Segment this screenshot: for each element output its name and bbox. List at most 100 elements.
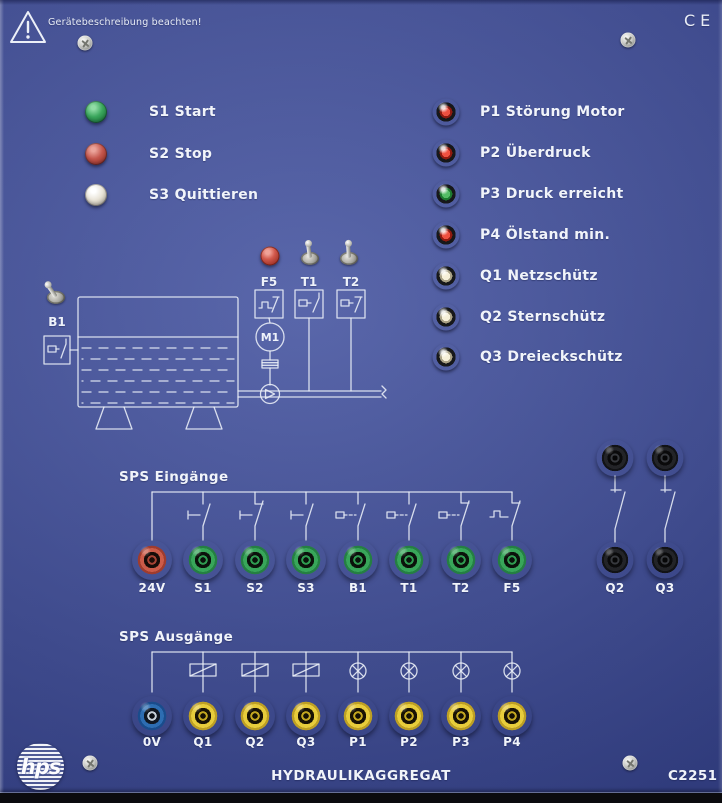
jack-in-f5[interactable]	[492, 540, 532, 580]
screw-icon	[77, 35, 93, 51]
indicator-label-q3: Q3 Dreieckschütz	[480, 349, 623, 365]
toggle-switch-t1[interactable]	[298, 233, 322, 267]
contactor-coil-symbol-q1	[190, 652, 216, 692]
jack-label-t1: T1	[400, 581, 418, 595]
jack-in-t1[interactable]	[389, 540, 429, 580]
output-wiring-drawing	[130, 644, 530, 700]
level-toggle-switch-b1[interactable]	[44, 272, 68, 306]
indicator-lamp-q1	[432, 262, 460, 290]
hydraulic-schematic-drawing: M1	[38, 278, 390, 436]
indicator-label-q1: Q1 Netzschütz	[480, 268, 598, 284]
b1-level-switch-symbol	[56, 339, 78, 358]
indicator-lamp-q2	[432, 303, 460, 331]
oil-fill-dashes	[82, 348, 234, 392]
indicator-lamp-p3	[432, 180, 460, 208]
jack-out-q1[interactable]	[183, 696, 223, 736]
jack-aux-q3-top[interactable]	[646, 439, 684, 477]
jack-aux-q2-top[interactable]	[596, 439, 634, 477]
jack-out-p4[interactable]	[492, 696, 532, 736]
oil-fill-dashes	[82, 359, 234, 403]
aux-contact-symbol-q2	[611, 476, 625, 542]
jack-in-s1[interactable]	[183, 540, 223, 580]
indicator-label-q2: Q2 Sternschütz	[480, 309, 606, 325]
jack-in-s2[interactable]	[235, 540, 275, 580]
hps-logo: hps	[17, 743, 64, 790]
contactor-coil-symbol-q2	[242, 652, 268, 692]
jack-24v[interactable]	[132, 540, 172, 580]
jack-label-aux-q2: Q2	[605, 581, 625, 595]
input-wiring-drawing	[130, 484, 530, 546]
jack-label-out-p4: P4	[503, 735, 521, 749]
jack-in-s3[interactable]	[286, 540, 326, 580]
jack-label-f5: F5	[503, 581, 521, 595]
indicator-label-p1: P1 Störung Motor	[480, 104, 625, 120]
toggle-switch-t2[interactable]	[337, 233, 361, 267]
lamp-symbol-p4	[504, 652, 520, 692]
jack-out-q2[interactable]	[235, 696, 275, 736]
toggle-base	[301, 251, 319, 265]
contactor-coil-symbol-q3	[293, 652, 319, 692]
jack-aux-q3-bottom[interactable]	[646, 541, 684, 579]
aux-wiring-drawing	[595, 440, 695, 565]
jack-label-out-q2: Q2	[245, 735, 265, 749]
overload-button-f5[interactable]	[260, 246, 280, 266]
jack-label-b1: B1	[348, 581, 368, 595]
start-button-s1[interactable]	[85, 101, 107, 123]
jack-out-p1[interactable]	[338, 696, 378, 736]
nc-contact-symbol-s2	[240, 492, 263, 540]
button-label-s3: S3 Quittieren	[149, 187, 259, 203]
jack-label-out-q3: Q3	[296, 735, 316, 749]
sps-inputs-title: SPS Eingänge	[119, 469, 229, 485]
lamp-symbol-p2	[401, 652, 417, 692]
toggle-lever[interactable]	[346, 243, 351, 259]
toggle-lever[interactable]	[306, 243, 312, 259]
pump-arrow	[266, 390, 275, 399]
jack-out-p2[interactable]	[389, 696, 429, 736]
jack-out-q3[interactable]	[286, 696, 326, 736]
jack-in-t2[interactable]	[441, 540, 481, 580]
sensor-contact-symbol-t1	[387, 492, 416, 540]
lamp-symbol-p1	[350, 652, 366, 692]
aux-contact-symbol-q3	[661, 476, 675, 542]
screw-icon	[622, 755, 638, 771]
coupling-symbol	[262, 360, 278, 368]
warning-triangle-icon	[10, 11, 46, 43]
t2-switch-symbol	[349, 297, 362, 312]
jack-label-s3: S3	[297, 581, 315, 595]
jack-label-out-p3: P3	[452, 735, 470, 749]
stop-button-s2[interactable]	[85, 143, 107, 165]
jack-label-out-p2: P2	[400, 735, 418, 749]
indicator-lamp-p2	[432, 139, 460, 167]
indicator-lamp-p4	[432, 221, 460, 249]
no-contact-symbol-s3	[291, 492, 313, 540]
warning-text: Gerätebeschreibung beachten!	[48, 17, 202, 28]
schematic-label-t2: T2	[342, 275, 360, 289]
schematic-label-b1: B1	[48, 315, 66, 329]
schematic-label-t1: T1	[300, 275, 318, 289]
jack-label-out-q1: Q1	[193, 735, 213, 749]
jack-out-p3[interactable]	[441, 696, 481, 736]
indicator-label-p3: P3 Druck erreicht	[480, 186, 624, 202]
jack-label-24v: 24V	[138, 581, 166, 595]
oil-tank-outline	[78, 297, 238, 407]
jack-0v[interactable]	[132, 696, 172, 736]
jack-label-out-p1: P1	[349, 735, 367, 749]
f5-contact-box	[255, 290, 283, 318]
indicator-label-p2: P2 Überdruck	[480, 145, 591, 161]
jack-in-b1[interactable]	[338, 540, 378, 580]
jack-aux-q2-bottom[interactable]	[596, 541, 634, 579]
panel-title: HYDRAULIKAGGREGAT	[271, 768, 451, 784]
screw-icon	[620, 32, 636, 48]
jack-label-0v: 0V	[142, 735, 162, 749]
sensor-contact-symbol-b1	[336, 492, 365, 540]
acknowledge-button-s3[interactable]	[85, 184, 107, 206]
toggle-base	[340, 251, 358, 265]
lamp-symbol-p3	[453, 652, 469, 692]
jack-label-s1: S1	[194, 581, 212, 595]
jack-label-s2: S2	[246, 581, 264, 595]
sensor-nc-contact-symbol-t2	[439, 492, 469, 540]
indicator-lamp-q3	[432, 343, 460, 371]
screw-icon	[82, 755, 98, 771]
indicator-label-p4: P4 Ölstand min.	[480, 227, 611, 243]
